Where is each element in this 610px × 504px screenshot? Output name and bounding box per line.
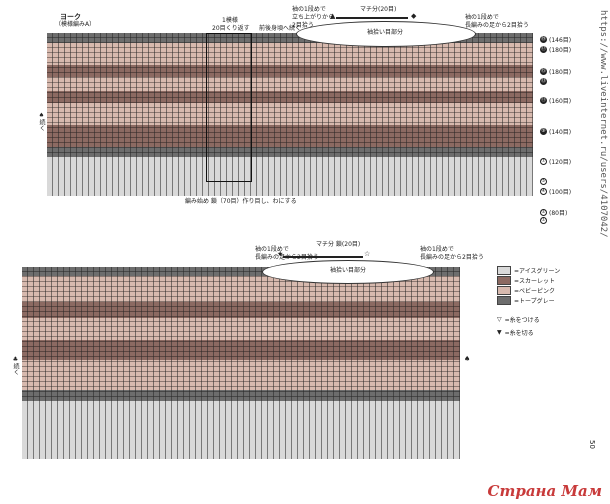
bottom-cut-star: ☆: [364, 250, 371, 258]
row-label-2: ②(80目): [540, 209, 568, 217]
bottom-sleeve-note-left: 袖の1段めで 長編みの足から2目拾う: [255, 246, 319, 261]
row-label-5: ⑤: [540, 178, 547, 185]
gusset-label: マチ分(20目): [360, 6, 397, 13]
row-label-7: ⑦(120目): [540, 158, 572, 166]
row-label-19: ⑲(146目): [540, 36, 572, 44]
row-label-13: ⑬: [540, 78, 547, 85]
row-label-9: ⑨(140目): [540, 128, 572, 136]
legend-cut-yarn: ▼=糸を切る: [497, 329, 534, 337]
bottom-yoke-chart: [22, 267, 460, 459]
brand-logo: Страна Мам: [487, 482, 602, 500]
cut-triangle-icon: ▼: [497, 329, 502, 336]
pattern-repeat-box: [206, 33, 252, 182]
attach-triangle-icon: ▽: [497, 316, 502, 323]
legend-taupe-gray: =トープグレー: [497, 296, 555, 305]
yoke-chart: [47, 33, 533, 196]
legend-scarlet: =スカーレット: [497, 276, 555, 285]
swatch-ice-green: [497, 266, 511, 275]
sleeve-pick-area-bottom: [262, 260, 434, 284]
bottom-sleeve-note-right: 袖の1段めで 長編みの足から2目拾う: [420, 246, 484, 261]
sleeve-note-right: 袖の1段めで 長編みの足から2目拾う: [465, 14, 529, 29]
side-continue-top: ♠続く: [38, 112, 45, 131]
bottom-gusset-label: マチ分 鎖(20目): [316, 241, 361, 248]
legend-attach-yarn: ▽=糸をつける: [497, 316, 540, 324]
yoke-title: ヨーク: [60, 13, 81, 21]
page-number: 50: [588, 440, 596, 449]
sleeve-pick-label-bottom: 袖拾い目部分: [330, 267, 367, 274]
bottom-attach-star: ★: [277, 250, 284, 258]
row-label-11: ⑪(160目): [540, 97, 572, 105]
swatch-scarlet: [497, 276, 511, 285]
stitch-columns: [47, 33, 533, 196]
gusset-chain-line: [336, 17, 408, 19]
row-label-17: ⑰(180目): [540, 46, 572, 54]
start-note: 編み始め 鎖（70目）作り目し、わにする: [185, 198, 297, 205]
bottom-stitch-columns: [22, 267, 460, 459]
sleeve-pick-label-top: 袖拾い目部分: [367, 29, 404, 36]
cut-mark-top: ◆: [411, 12, 417, 20]
row-label-1: ①: [540, 217, 547, 224]
spade-mark-bottom: ♠: [464, 355, 471, 363]
row-label-15: ⑮(180目): [540, 68, 572, 76]
legend-baby-pink: =ベビーピンク: [497, 286, 555, 295]
pattern-repeat-label: 1模様: [222, 17, 238, 24]
swatch-taupe-gray: [497, 296, 511, 305]
yoke-subtitle: （模様編みA）: [55, 21, 96, 28]
row-label-4: ④(100目): [540, 188, 572, 196]
pattern-repeat-note: 20目くり返す: [212, 25, 250, 32]
source-url-watermark: https://www.liveinternet.ru/users/410704…: [598, 10, 608, 238]
sleeve-note-left: 袖の1段めで 立ち上がりから 2目拾う: [292, 6, 335, 29]
swatch-baby-pink: [497, 286, 511, 295]
side-continue-bottom: ♣続く: [12, 356, 19, 375]
legend-ice-green: =アイスグリーン: [497, 266, 560, 275]
back-bodice-note: 前後身頃へ続く: [259, 25, 302, 32]
attach-mark-top: ▲: [330, 12, 336, 20]
bottom-gusset-chain-line: [283, 256, 363, 258]
sleeve-pick-area-top: [296, 21, 476, 47]
